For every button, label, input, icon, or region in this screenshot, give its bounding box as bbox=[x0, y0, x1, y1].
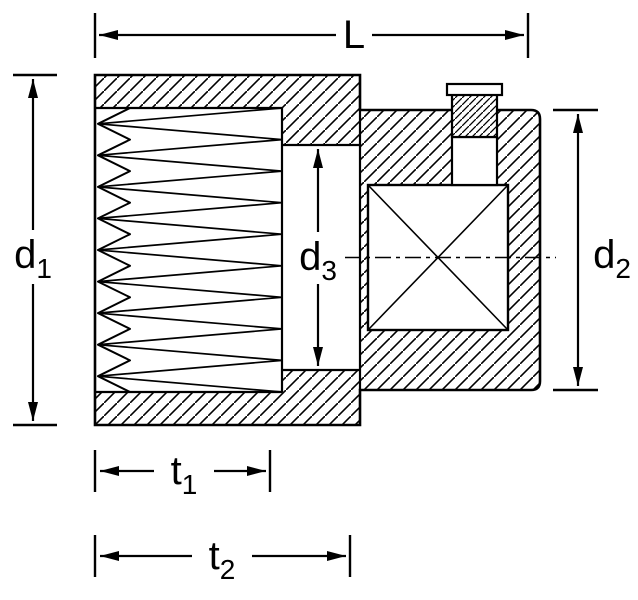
label-d2: d2 bbox=[593, 233, 631, 284]
dimension-d1: d1 bbox=[13, 73, 57, 427]
socket-body bbox=[93, 73, 556, 427]
dimension-t1-extension-ticks bbox=[93, 450, 272, 492]
dimension-t2: t2 bbox=[93, 534, 352, 585]
detent-channel bbox=[450, 135, 499, 187]
spline-zigzag-edge bbox=[97, 107, 131, 393]
dimension-L-extension-ticks bbox=[93, 13, 530, 58]
dimension-d2-extension-ticks bbox=[553, 108, 598, 392]
bottom-wall-hatch bbox=[95, 370, 360, 425]
detent-block-hatch bbox=[450, 92, 499, 139]
label-L: L bbox=[343, 13, 365, 57]
label-d3: d3 bbox=[299, 235, 337, 286]
spline-profile bbox=[97, 107, 283, 393]
label-d1: d1 bbox=[14, 233, 52, 284]
dimension-t2-extension-ticks bbox=[93, 535, 352, 577]
detent-cap bbox=[445, 82, 504, 97]
top-wall-hatch bbox=[95, 75, 360, 145]
dimension-d2: d2 bbox=[553, 108, 631, 392]
dimension-t1: t1 bbox=[93, 449, 272, 500]
dimension-d1-extension-ticks bbox=[13, 73, 57, 427]
dimension-L: L bbox=[93, 13, 530, 58]
label-t2: t2 bbox=[209, 534, 236, 585]
dimension-d3: d3 bbox=[299, 149, 337, 366]
label-t1: t1 bbox=[171, 449, 198, 500]
spline-teeth bbox=[97, 107, 283, 393]
detent-ball-assembly bbox=[445, 82, 504, 187]
